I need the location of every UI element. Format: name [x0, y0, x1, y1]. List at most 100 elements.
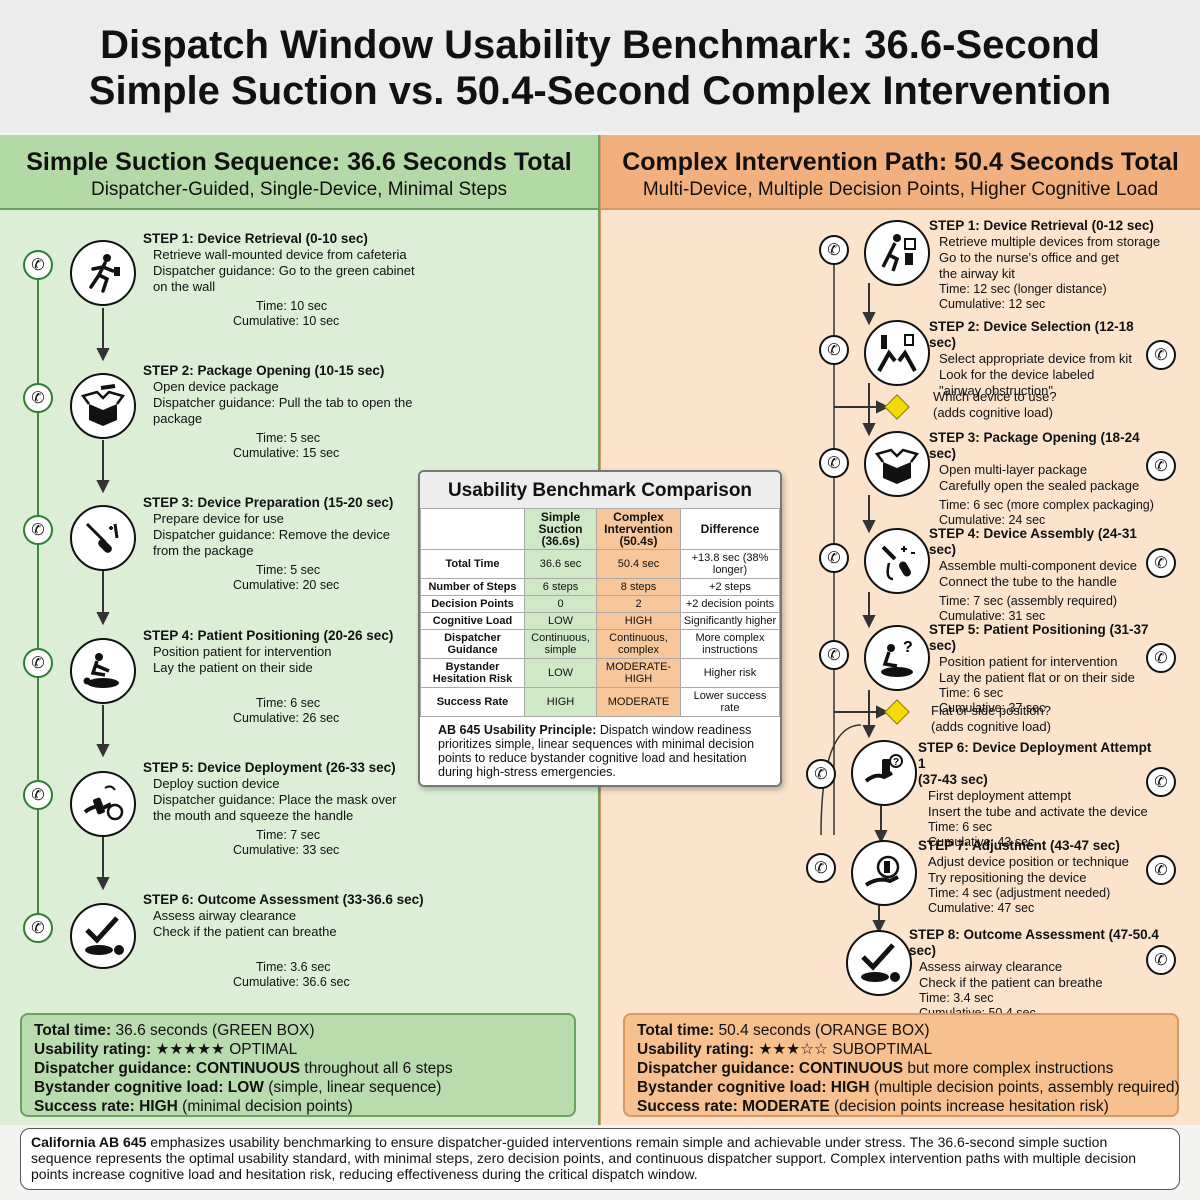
complex-step-3: STEP 3: Package Opening (18-24 sec) Open…	[929, 430, 1169, 528]
complex-panel-subtitle: Multi-Device, Multiple Decision Points, …	[642, 179, 1159, 200]
complex-summary-box: Total time: 50.4 seconds (ORANGE BOX) Us…	[623, 1013, 1180, 1117]
step-cumulative: Cumulative: 26 sec	[233, 711, 340, 725]
suction-device-icon	[70, 771, 136, 837]
dispatcher-phone-icon: ✆	[23, 250, 53, 280]
patient-icon	[70, 638, 136, 704]
step-time: Time: 5 sec	[256, 563, 321, 577]
step-cumulative: Cumulative: 36.6 sec	[233, 975, 350, 989]
complex-step-2: STEP 2: Device Selection (12-18 sec) Sel…	[929, 319, 1149, 399]
step-title: STEP 3: Device Preparation (15-20 sec)	[143, 495, 394, 510]
step-line: Dispatcher guidance: Go to the green cab…	[153, 263, 415, 278]
step-line: Lay the patient on their side	[153, 660, 313, 675]
dispatcher-phone-icon: ✆	[819, 335, 849, 365]
step-line: Select appropriate device from kit	[939, 351, 1132, 366]
summary-row: Total time: 36.6 seconds (GREEN BOX)	[34, 1022, 315, 1039]
summary-row: Success rate: MODERATE (decision points …	[637, 1098, 1109, 1115]
simple-step-4: STEP 4: Patient Positioning (20-26 sec) …	[143, 628, 433, 726]
step-title: STEP 2: Package Opening (10-15 sec)	[143, 363, 385, 378]
simple-panel-header: Simple Suction Sequence: 36.6 Seconds To…	[0, 135, 598, 210]
checkmark-icon	[70, 903, 136, 969]
complex-step-7: STEP 7: Adjustment (43-47 sec) Adjust de…	[918, 838, 1148, 916]
step-title-cont: (37-43 sec)	[918, 772, 988, 787]
decision-2-text: Flat or side position? (adds cognitive l…	[931, 703, 1131, 735]
step-cumulative: Cumulative: 43 sec	[928, 835, 1035, 849]
hands-select-icon	[864, 320, 930, 386]
step-time: Time: 12 sec (longer distance)	[939, 282, 1107, 296]
summary-row: Usability rating: ★★★★★ OPTIMAL	[34, 1041, 298, 1058]
svg-text:?: ?	[903, 639, 913, 656]
step-line: Assemble multi-component device	[939, 558, 1137, 573]
step-line: Check if the patient can breathe	[153, 924, 337, 939]
step-line: Dispatcher guidance: Place the mask over	[153, 792, 397, 807]
page-title: Dispatch Window Usability Benchmark: 36.…	[0, 0, 1200, 132]
step-line: Assess airway clearance	[153, 908, 297, 923]
step-time: Time: 10 sec	[256, 299, 328, 313]
footer-bold: California AB 645	[31, 1134, 147, 1150]
summary-row: Bystander cognitive load: LOW (simple, l…	[34, 1079, 442, 1096]
complex-panel-header: Complex Intervention Path: 50.4 Seconds …	[601, 135, 1200, 210]
syringe-icon	[70, 505, 136, 571]
step-line: Position patient for intervention	[939, 654, 1118, 669]
step-line: Look for the device labeled	[939, 367, 1095, 382]
step-line: Adjust device position or technique	[928, 854, 1129, 869]
step-line: Open device package	[153, 379, 279, 394]
step-line: Dispatcher guidance: Pull the tab to ope…	[153, 395, 413, 410]
step-cumulative: Cumulative: 37 sec	[939, 701, 1046, 715]
assembly-icon	[864, 528, 930, 594]
step-title: STEP 1: Device Retrieval (0-12 sec)	[929, 218, 1154, 233]
step-title: STEP 6: Device Deployment Attempt 1	[918, 740, 1152, 771]
summary-row: Dispatcher guidance: CONTINUOUS througho…	[34, 1060, 453, 1077]
step-cumulative: Cumulative: 33 sec	[233, 843, 340, 857]
dispatcher-phone-icon: ✆	[1146, 767, 1176, 797]
step-time: Time: 6 sec (more complex packaging)	[939, 498, 1154, 512]
decision-question: Which device to use?	[933, 389, 1057, 404]
step-title: STEP 1: Device Retrieval (0-10 sec)	[143, 231, 368, 246]
benchmark-comparison-table: Usability Benchmark Comparison Simple Su…	[418, 470, 782, 787]
table-header: Complex Intervention (50.4s)	[596, 508, 681, 550]
step-line: the airway kit	[939, 266, 1015, 281]
dispatcher-phone-icon: ✆	[806, 853, 836, 883]
dispatcher-phone-icon: ✆	[23, 515, 53, 545]
step-title: STEP 6: Outcome Assessment (33-36.6 sec)	[143, 892, 424, 907]
step-cumulative: Cumulative: 15 sec	[233, 446, 340, 460]
table-header	[420, 508, 525, 550]
complex-step-4: STEP 4: Device Assembly (24-31 sec) Asse…	[929, 526, 1149, 624]
step-line: Try repositioning the device	[928, 870, 1087, 885]
step-time: Time: 6 sec	[256, 696, 321, 710]
step-time: Time: 4 sec (adjustment needed)	[928, 886, 1111, 900]
table-header: Simple Suction (36.6s)	[524, 508, 597, 550]
dispatcher-phone-icon: ✆	[23, 648, 53, 678]
step-title: STEP 5: Patient Positioning (31-37 sec)	[929, 622, 1149, 653]
dispatcher-phone-icon: ✆	[1146, 340, 1176, 370]
dispatcher-phone-icon: ✆	[819, 543, 849, 573]
step-line: Prepare device for use	[153, 511, 284, 526]
decision-note: (adds cognitive load)	[931, 719, 1051, 734]
simple-flow-connectors	[37, 265, 110, 935]
summary-row: Success rate: HIGH (minimal decision poi…	[34, 1098, 353, 1115]
simple-panel-subtitle: Dispatcher-Guided, Single-Device, Minima…	[90, 179, 508, 200]
step-line: from the package	[153, 543, 254, 558]
step-cumulative: Cumulative: 12 sec	[939, 297, 1046, 311]
step-title: STEP 4: Device Assembly (24-31 sec)	[929, 526, 1137, 557]
complex-step-8: STEP 8: Outcome Assessment (47-50.4 sec)…	[909, 927, 1169, 1021]
complex-panel-title: Complex Intervention Path: 50.4 Seconds …	[622, 148, 1179, 176]
dispatcher-phone-icon: ✆	[819, 640, 849, 670]
dispatcher-phone-icon: ✆	[1146, 451, 1176, 481]
dispatcher-phone-icon: ✆	[806, 759, 836, 789]
step-line: Lay the patient flat or on their side	[939, 670, 1135, 685]
summary-row: Usability rating: ★★★☆☆ SUBOPTIMAL	[637, 1041, 933, 1058]
checkmark-icon	[846, 930, 912, 996]
step-line: package	[153, 411, 203, 426]
title-line-1: Dispatch Window Usability Benchmark: 36.…	[100, 23, 1100, 67]
simple-summary-box: Total time: 36.6 seconds (GREEN BOX) Usa…	[20, 1013, 576, 1117]
step-line: the mouth and squeeze the handle	[153, 808, 354, 823]
step-time: Time: 3.4 sec	[919, 991, 994, 1005]
step-line: Carefully open the sealed package	[939, 478, 1140, 493]
step-line: Check if the patient can breathe	[919, 975, 1103, 990]
open-box-icon	[864, 431, 930, 497]
